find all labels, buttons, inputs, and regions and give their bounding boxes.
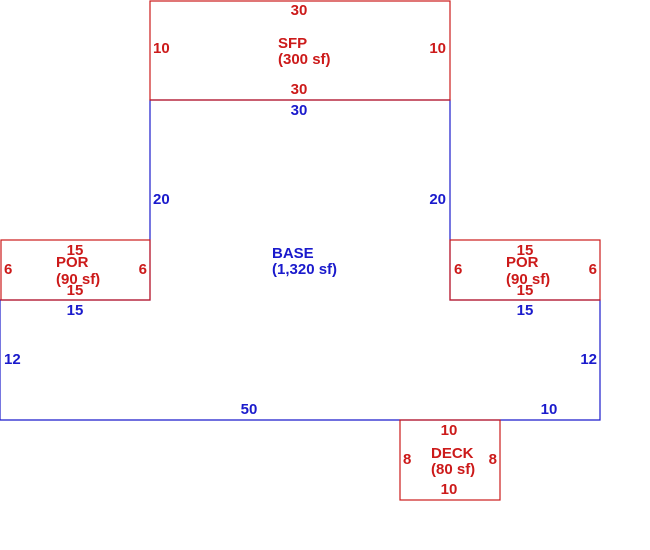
base-dim-left-step: 15	[67, 302, 84, 319]
base-area: (1,320 sf)	[272, 261, 337, 278]
sfp-dim-left: 10	[153, 40, 170, 57]
por-left-area: (90 sf)	[56, 271, 100, 288]
sfp-area: (300 sf)	[278, 51, 331, 68]
por-right-area: (90 sf)	[506, 271, 550, 288]
base-dim-right-side: 12	[580, 351, 597, 368]
deck-dim-bottom: 10	[441, 481, 458, 498]
deck-dim-top: 10	[441, 422, 458, 439]
sfp-dim-bottom: 30	[291, 81, 308, 98]
deck-dim-right: 8	[489, 451, 497, 468]
base-dim-bottom-main: 50	[241, 401, 258, 418]
por-left-dim-left: 6	[4, 261, 12, 278]
sfp-dim-top: 30	[291, 2, 308, 19]
base-dim-bottom-right: 10	[541, 401, 558, 418]
base-dim-left-upper: 20	[153, 191, 170, 208]
por-left-name: POR	[56, 254, 89, 271]
por-right-outline	[449, 239, 601, 301]
sfp-outline	[149, 0, 451, 101]
base-dim-right-upper: 20	[429, 191, 446, 208]
base-name: BASE	[272, 245, 314, 262]
deck-name: DECK	[431, 445, 474, 462]
por-right-dim-right: 6	[589, 261, 597, 278]
por-left-dim-right: 6	[139, 261, 147, 278]
por-right-dim-left: 6	[454, 261, 462, 278]
deck-area: (80 sf)	[431, 461, 475, 478]
por-right-dim-bottom: 15	[517, 282, 534, 299]
base-dim-right-step: 15	[517, 302, 534, 319]
base-dim-left-side: 12	[4, 351, 21, 368]
por-right-dim-top: 15	[517, 242, 534, 259]
deck-dim-left: 8	[403, 451, 411, 468]
por-left-dim-bottom: 15	[67, 282, 84, 299]
por-right-name: POR	[506, 254, 539, 271]
base-dim-top: 30	[291, 102, 308, 119]
por-left-dim-top: 15	[67, 242, 84, 259]
sfp-dim-right: 10	[429, 40, 446, 57]
por-left-outline	[0, 239, 151, 301]
sfp-name: SFP	[278, 35, 307, 52]
deck-outline	[399, 419, 501, 501]
